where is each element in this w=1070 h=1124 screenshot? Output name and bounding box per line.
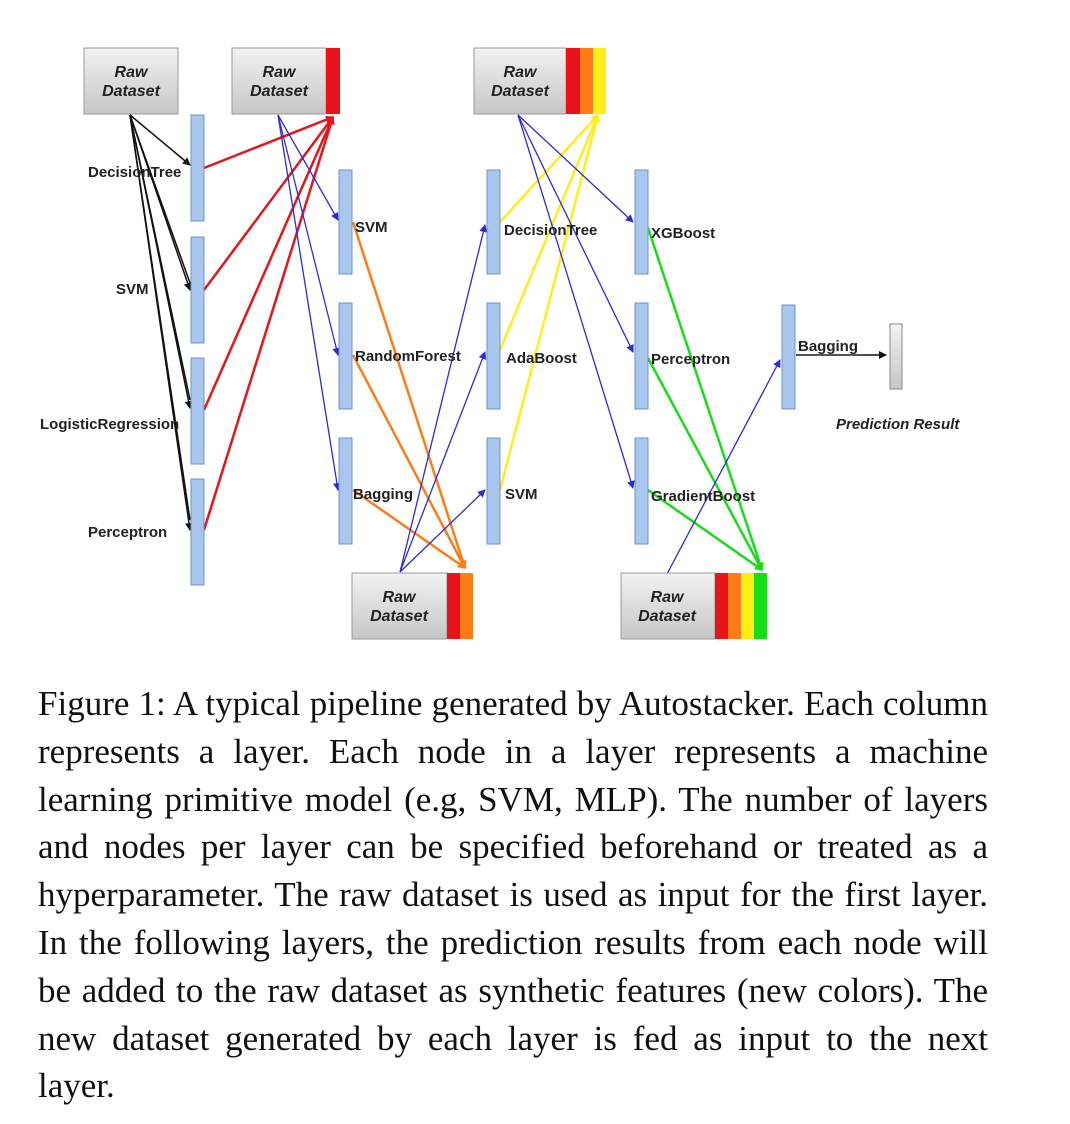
feature-strip [326,48,340,114]
node-label: GradientBoost [651,488,755,505]
layer-3: DecisionTree AdaBoost SVM [486,169,597,545]
raw-dataset-label-line1: Raw [651,589,685,606]
prediction-result-label: Prediction Result [836,416,960,433]
model-node [190,236,205,344]
raw-dataset-0: Raw Dataset [83,47,179,115]
edges [129,114,887,575]
model-node [486,302,501,410]
model-node [190,478,205,586]
model-node [338,302,353,410]
model-node [486,169,501,275]
dataset1-edges [277,114,341,491]
node-label: RandomForest [355,348,461,365]
model-node [338,437,353,545]
node-label: LogisticRegression [40,416,179,433]
node-label: Perceptron [88,524,167,541]
model-node [634,437,649,545]
model-node [486,437,501,545]
feature-strip [580,48,593,114]
raw-dataset-label-line1: Raw [115,64,149,81]
input-edges [129,114,193,531]
node-label: Bagging [798,338,858,355]
raw-dataset-label-line1: Raw [263,64,297,81]
figure-caption: Figure 1: A typical pipeline generated b… [38,684,988,1106]
dataset3-edges [517,114,635,489]
feature-strip [715,573,728,639]
node-label: Perceptron [651,351,730,368]
model-node [190,357,205,465]
layer4-edges [646,227,764,572]
feature-strip [741,573,754,639]
layer-4: XGBoost Perceptron GradientBoost [634,169,755,545]
feature-strip [728,573,741,639]
pipeline-diagram: Raw Dataset Raw Dataset Raw Dataset Raw … [40,47,960,640]
dataset4-edges [666,359,781,575]
model-node [634,169,649,275]
feature-strip [447,573,460,639]
node-label: SVM [505,486,538,503]
layer3-edges [498,114,601,491]
feature-strip [460,573,473,639]
node-label: SVM [355,219,388,236]
prediction-result-box [889,323,903,390]
feature-strip [566,48,580,114]
node-label: DecisionTree [88,164,181,181]
raw-dataset-label-line1: Raw [383,589,417,606]
dataset2-edges [399,224,488,573]
node-label: SVM [116,281,149,298]
raw-dataset-1: Raw Dataset [231,47,340,115]
node-label: Bagging [353,486,413,503]
raw-dataset-label-line2: Dataset [491,83,549,100]
layer-1: DecisionTree SVM LogisticRegression Perc… [40,114,205,586]
raw-dataset-label-line2: Dataset [638,608,696,625]
layer1-edges [202,115,335,531]
raw-dataset-4: Raw Dataset [620,572,767,640]
model-node [338,169,353,275]
model-node [634,302,649,410]
node-label: AdaBoost [506,350,577,367]
feature-strip [754,573,767,639]
raw-dataset-label-line2: Dataset [250,83,308,100]
raw-dataset-3: Raw Dataset [473,47,606,115]
prediction-result: Prediction Result [836,323,960,433]
raw-dataset-2: Raw Dataset [351,572,473,640]
raw-dataset-label-line2: Dataset [102,83,160,100]
node-label: DecisionTree [504,222,597,239]
model-node [190,114,205,222]
raw-dataset-label-line2: Dataset [370,608,428,625]
feature-strip [593,48,606,114]
layer2-edges [351,221,467,570]
layer-5: Bagging [781,304,862,410]
node-label: XGBoost [651,225,715,242]
model-node [781,304,796,410]
raw-dataset-label-line1: Raw [504,64,538,81]
layer-2: SVM RandomForest Bagging [338,169,461,545]
